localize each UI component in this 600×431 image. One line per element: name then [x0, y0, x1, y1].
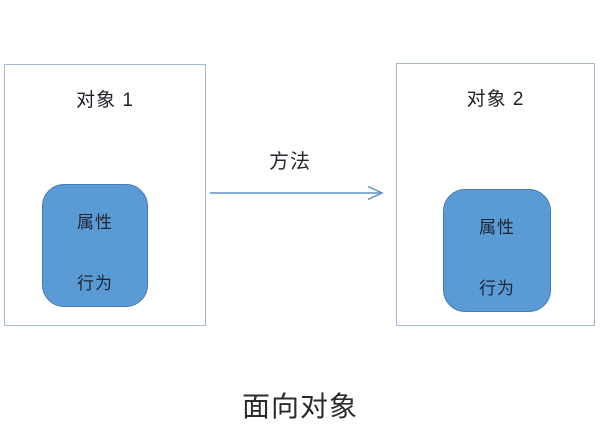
object2-inner-box: 属性 行为 [443, 189, 551, 312]
object2-title: 对象 2 [466, 89, 525, 110]
object1-behavior-label: 行为 [77, 274, 113, 293]
object1-inner-box: 属性 行为 [42, 184, 148, 307]
object1-attributes-label: 属性 [77, 213, 113, 232]
object2-behavior-label: 行为 [479, 279, 515, 298]
object1-box: 对象 1 属性 行为 [4, 64, 206, 326]
method-arrow-icon [210, 185, 384, 201]
diagram-caption: 面向对象 [241, 391, 358, 422]
object2-box: 对象 2 属性 行为 [396, 63, 595, 326]
method-arrow-label: 方法 [269, 151, 311, 173]
method-arrow-head [367, 185, 384, 201]
object2-attributes-label: 属性 [479, 218, 515, 237]
object1-title: 对象 1 [76, 90, 134, 111]
